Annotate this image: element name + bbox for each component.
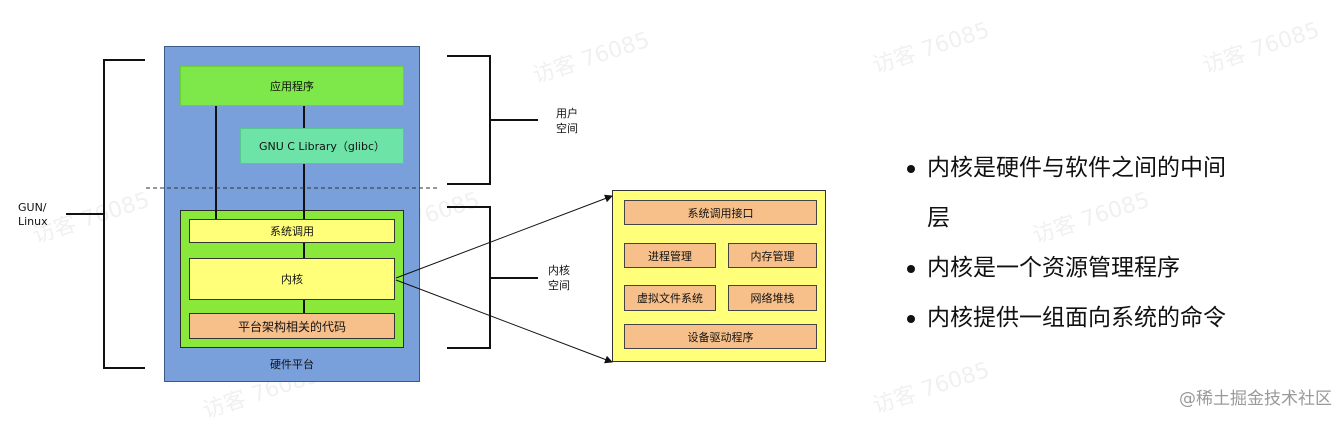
gnu-linux-label: GUN/ Linux bbox=[18, 201, 48, 229]
user-space-label-line1: 用户 bbox=[556, 107, 578, 120]
vfs-label: 虚拟文件系统 bbox=[637, 292, 703, 305]
hardware-platform-label: 硬件平台 bbox=[270, 358, 314, 371]
syscall-label: 系统调用 bbox=[270, 225, 314, 238]
process-mgmt-box: 进程管理 bbox=[624, 243, 716, 268]
bullet-item-1: 内核是硬件与软件之间的中间 层 bbox=[905, 152, 1325, 234]
kernel-space-label-line1: 内核 bbox=[548, 264, 570, 277]
user-space-label-line2: 空间 bbox=[556, 122, 578, 135]
arch-code-label: 平台架构相关的代码 bbox=[237, 319, 346, 334]
hardware-platform-label-box: 硬件平台 bbox=[164, 352, 420, 376]
glibc-box: GNU C Library（glibc） bbox=[240, 128, 404, 164]
bullet-item-1-line1: 内核是硬件与软件之间的中间 bbox=[927, 155, 1226, 181]
kernel-box: 内核 bbox=[189, 258, 395, 300]
kernel-space-label: 内核 空间 bbox=[548, 263, 570, 293]
zoom-arrow-top bbox=[395, 194, 613, 279]
syscall-box: 系统调用 bbox=[189, 219, 395, 243]
syscall-interface-label: 系统调用接口 bbox=[687, 206, 754, 220]
drivers-box: 设备驱动程序 bbox=[624, 324, 817, 349]
kernel-space-bracket bbox=[447, 206, 538, 349]
bullet-list: 内核是硬件与软件之间的中间 层 内核是一个资源管理程序 内核提供一组面向系统的命… bbox=[905, 152, 1325, 334]
glibc-label: GNU C Library（glibc） bbox=[258, 140, 386, 153]
bullet-item-2: 内核是一个资源管理程序 bbox=[905, 252, 1325, 284]
net-stack-label: 网络堆栈 bbox=[750, 292, 795, 305]
zoom-arrow-bottom bbox=[395, 279, 613, 364]
application-label: 应用程序 bbox=[270, 80, 314, 93]
net-stack-box: 网络堆栈 bbox=[728, 285, 817, 311]
kernel-label: 内核 bbox=[281, 273, 303, 286]
user-space-bracket bbox=[447, 55, 538, 185]
gnu-linux-label-line2: Linux bbox=[18, 215, 48, 228]
arch-code-box: 平台架构相关的代码 bbox=[189, 313, 395, 339]
kernel-space-label-line2: 空间 bbox=[548, 279, 570, 292]
memory-mgmt-label: 内存管理 bbox=[750, 249, 795, 263]
credit-text: @稀土掘金技术社区 bbox=[1179, 389, 1332, 409]
application-box: 应用程序 bbox=[180, 66, 404, 106]
memory-mgmt-box: 内存管理 bbox=[728, 243, 817, 268]
bullet-item-1-line2: 层 bbox=[927, 205, 950, 231]
vfs-box: 虚拟文件系统 bbox=[624, 285, 716, 311]
bullet-item-2-text: 内核是一个资源管理程序 bbox=[927, 255, 1180, 281]
bullet-item-3-text: 内核提供一组面向系统的命令 bbox=[927, 305, 1226, 331]
bullet-item-3: 内核提供一组面向系统的命令 bbox=[905, 302, 1325, 334]
process-mgmt-label: 进程管理 bbox=[648, 249, 692, 263]
gnu-linux-label-line1: GUN/ bbox=[18, 201, 47, 214]
drivers-label: 设备驱动程序 bbox=[687, 330, 754, 344]
gnu-linux-bracket bbox=[66, 59, 145, 369]
user-space-label: 用户 空间 bbox=[556, 106, 578, 136]
syscall-interface-box: 系统调用接口 bbox=[624, 200, 817, 225]
